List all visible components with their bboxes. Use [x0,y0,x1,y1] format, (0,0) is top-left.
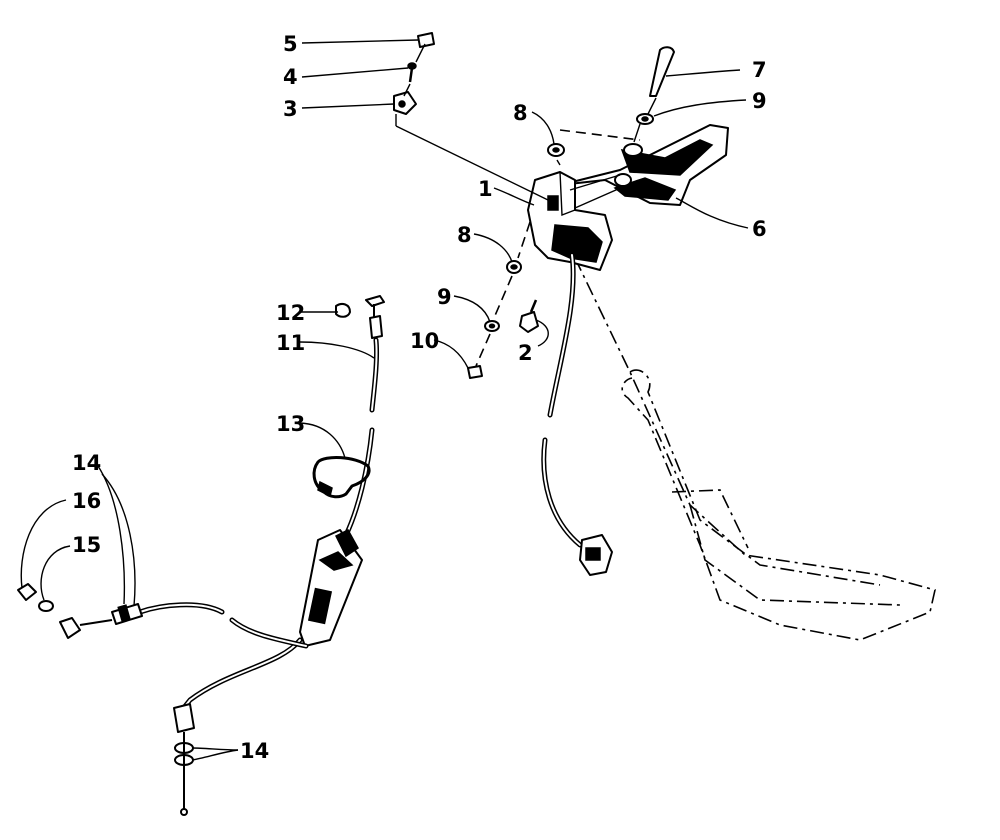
carburetor-cables [137,602,309,713]
leader-lines [20,39,749,761]
callout-10: 10 [410,329,439,353]
handlebar-grip-phantom [574,257,936,641]
nut-8-side [506,260,522,274]
plunger-15 [38,600,81,639]
switch-wire [541,252,613,576]
cable-adjuster-lower [173,703,195,816]
callout-2: 2 [518,341,533,365]
callout-4: 4 [283,65,298,89]
throttle-housing [527,171,613,271]
callout-6: 6 [752,217,767,241]
cable-end-cap-12 [335,303,351,318]
screw-4 [407,62,417,83]
callout-12: 12 [276,301,305,325]
screw-2 [519,299,539,333]
cable-tie [312,456,371,499]
callout-7: 7 [752,58,767,82]
throttle-lever [559,124,729,206]
callout-13: 13 [276,412,305,436]
callout-16: 16 [72,489,101,513]
callout-14-top: 14 [72,451,101,475]
cable-junction-block [299,529,363,647]
pin-7 [649,46,675,97]
callout-1: 1 [478,177,493,201]
throttle-cable [343,295,385,538]
callout-labels: 5 4 3 7 9 8 1 6 8 9 10 2 12 11 13 14 16 … [72,32,767,763]
cable-adjuster-upper [79,603,143,626]
washer-9-side [484,320,500,332]
cap-5 [417,32,435,48]
callout-8-side: 8 [457,223,472,247]
clip-16 [17,583,37,601]
assembly-lines [395,43,657,367]
callout-11: 11 [276,331,305,355]
callout-3: 3 [283,97,298,121]
nut-8-top [547,143,565,157]
callout-14-bottom: 14 [240,739,269,763]
callout-5: 5 [283,32,298,56]
washer-9-top [636,113,654,125]
callout-8-top: 8 [513,101,528,125]
callout-15: 15 [72,533,101,557]
callout-9-side: 9 [437,285,452,309]
clip-10 [467,365,483,379]
callout-9-top: 9 [752,89,767,113]
